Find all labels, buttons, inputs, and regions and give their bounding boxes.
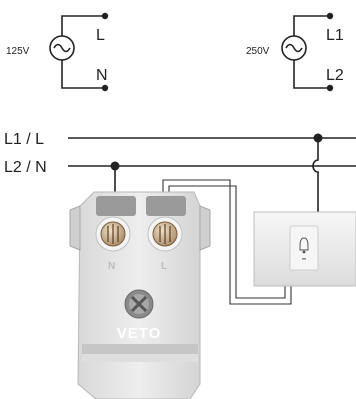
legend-neutral-terminal (101, 84, 109, 92)
wire-switch-to-terminal-inner (168, 185, 286, 299)
terminal-housing-right (146, 196, 186, 216)
device-band (82, 344, 198, 354)
switch-indicator (302, 258, 306, 260)
bell-icon (299, 237, 309, 254)
center-screw-icon (124, 289, 154, 319)
terminal-label-l: L (161, 261, 167, 272)
legend-l2-wire (293, 60, 330, 89)
ac-wave-icon (285, 43, 303, 53)
device-module: N L VETO (69, 191, 211, 399)
voltage-label-125v: 125V (6, 46, 30, 57)
device-clip-right (199, 205, 211, 251)
terminal-label-n: N (108, 261, 115, 272)
terminal-housing-left (96, 196, 136, 216)
legend-line-terminal (101, 12, 109, 20)
device-band-light (82, 354, 198, 362)
voltage-label-250v: 250V (246, 46, 270, 57)
line-label-l1: L1 (326, 27, 344, 44)
terminal-screw-left (95, 216, 131, 252)
wire-switch-to-terminal (162, 179, 292, 305)
ac-wave-icon (53, 43, 71, 53)
busbars: L1 / L L2 / N (4, 131, 356, 176)
legend-125v: 125V L N (6, 12, 109, 92)
wire-line-to-switch (312, 138, 319, 216)
switch-key (289, 225, 319, 271)
pushbutton-switch (253, 211, 356, 287)
wires (114, 138, 319, 305)
legend-l2-terminal (326, 84, 334, 92)
line-label-l: L (96, 27, 105, 44)
brand-logo: VETO (117, 325, 162, 342)
legend-neutral-wire (61, 60, 105, 89)
busbar-top-label: L1 / L (4, 131, 44, 148)
device-clip-left (69, 205, 81, 251)
neutral-label-n: N (96, 67, 108, 84)
busbar-bottom-label: L2 / N (4, 159, 47, 176)
legend-l1-wire (293, 15, 330, 36)
legend-250v: 250V L1 L2 (246, 12, 344, 92)
line-label-l2: L2 (326, 67, 344, 84)
terminal-screw-right (147, 216, 183, 252)
legend-l1-terminal (326, 12, 334, 20)
legend-line-wire (61, 15, 105, 36)
